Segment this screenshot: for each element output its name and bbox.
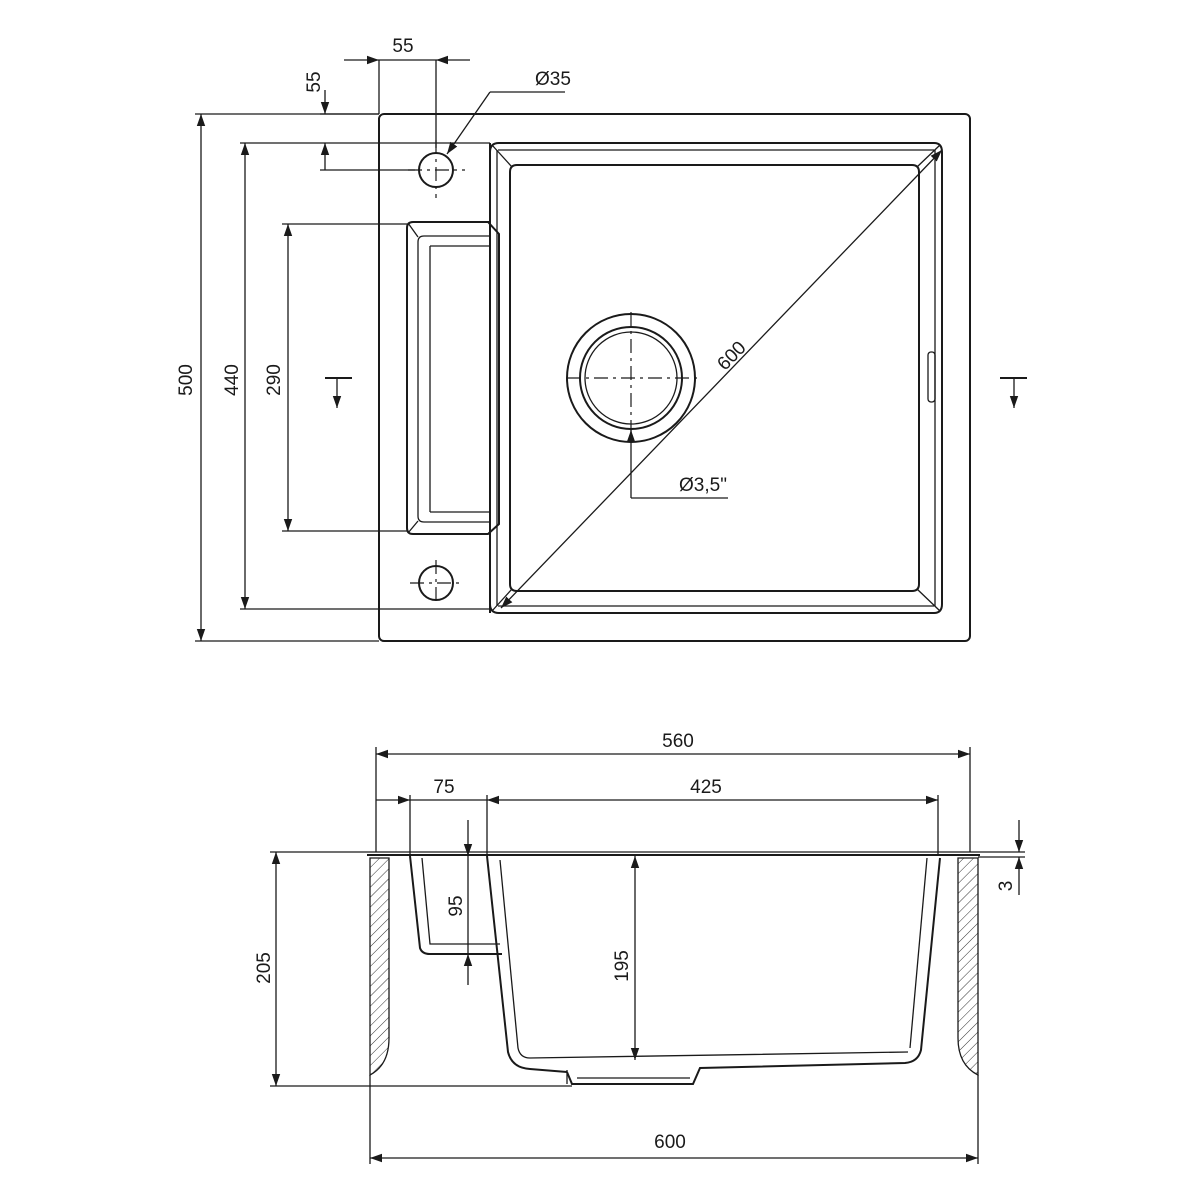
sink-outline	[378, 113, 971, 642]
dim-diagonal: 600	[713, 337, 750, 374]
bowl-left-wall	[486, 855, 568, 1073]
dim-bowl-inner-depth: 195	[612, 950, 633, 982]
countertop-left-section	[369, 857, 390, 1077]
overflow-slot	[927, 351, 936, 403]
section-marker-right	[1000, 377, 1027, 408]
tap-hole-top-icon	[408, 140, 465, 198]
dim-55-vertical: 55	[304, 71, 325, 92]
tap-hole-bottom-icon	[410, 560, 463, 606]
dim-bowl-width: 425	[690, 777, 722, 798]
dim-cabinet-width: 600	[654, 1132, 686, 1153]
dim-left-ledge-width: 75	[433, 777, 454, 798]
countertop-right-section	[957, 857, 979, 1077]
dim-tap-hole-diameter: Ø35	[535, 69, 571, 90]
drainer-outer	[406, 221, 500, 535]
dim-total-height: 205	[254, 952, 275, 984]
plan-view: 55 55 Ø35 500 440 290 600 Ø3,5"	[176, 36, 1027, 642]
dim-ledge-depth: 95	[446, 895, 467, 916]
dim-drainer-depth: 290	[264, 364, 285, 396]
dim-drain-diameter: Ø3,5"	[679, 475, 727, 496]
dim-bowl-depth: 440	[222, 364, 243, 396]
section-view: 560 75 425 95 195 205 3 600	[254, 731, 1025, 1164]
bowl-outer-rim	[489, 142, 943, 614]
bowl-bottom	[566, 857, 941, 1085]
dim-55-horizontal: 55	[392, 36, 413, 57]
dim-overall-top-width: 560	[662, 731, 694, 752]
dim-total-depth: 500	[176, 364, 197, 396]
drainer-inner	[417, 235, 491, 523]
drainer-ledge-profile	[409, 855, 502, 955]
dim-rim-thickness: 3	[996, 881, 1017, 892]
section-marker-left	[325, 377, 352, 408]
